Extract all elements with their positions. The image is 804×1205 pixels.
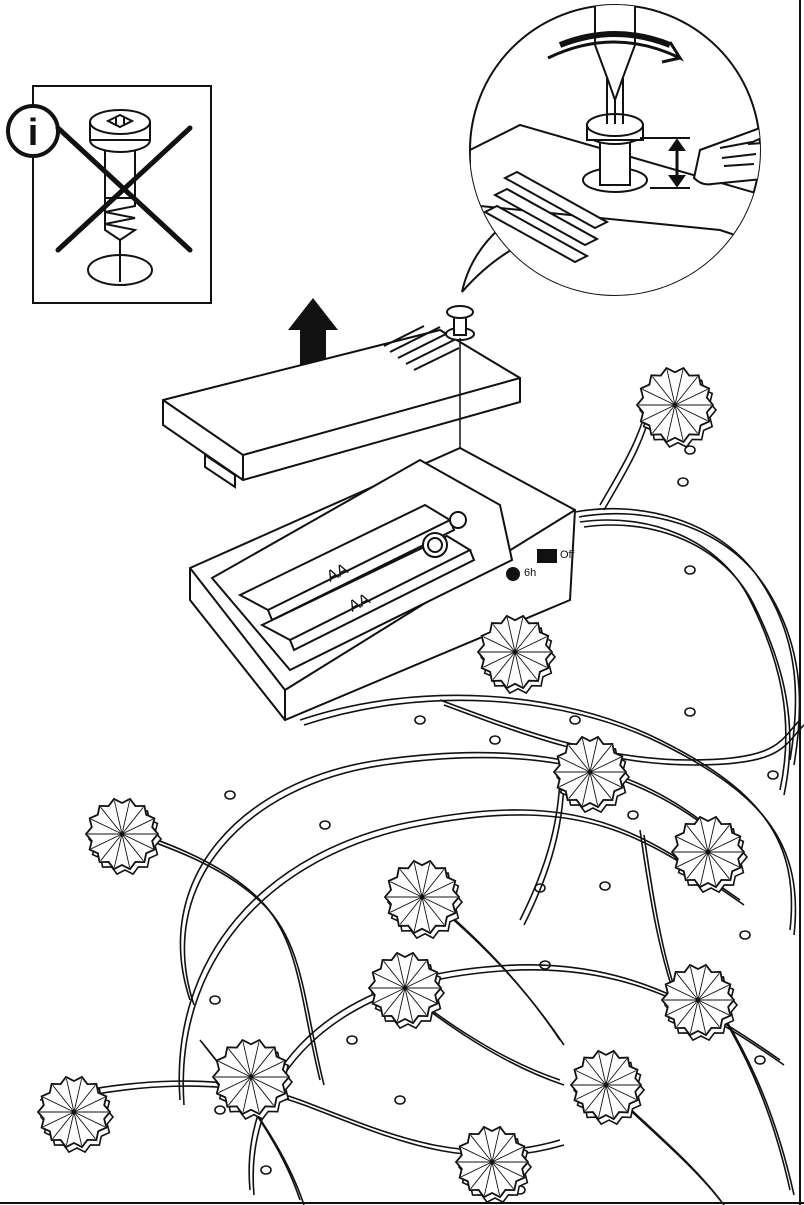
flower-light: [456, 1127, 531, 1202]
wire-loop: [740, 931, 750, 939]
flower-light: [385, 861, 462, 938]
wire-loop: [490, 736, 500, 744]
wire-loop: [570, 716, 580, 724]
flower-light: [637, 368, 716, 447]
wire-loop: [415, 716, 425, 724]
wire-strand-twin: [304, 700, 795, 935]
wire-loop: [628, 811, 638, 819]
flower-light: [554, 737, 629, 812]
wire-strand: [300, 695, 791, 930]
wire-loop: [215, 1106, 225, 1114]
wire-loop: [685, 566, 695, 574]
timer-label: 6h: [524, 567, 536, 579]
wire-loop: [600, 882, 610, 890]
wire-loop: [210, 996, 220, 1004]
wire-loop: [755, 1056, 765, 1064]
flower-light: [86, 799, 161, 874]
wire-loop: [678, 478, 688, 486]
off-label: Off: [560, 549, 575, 561]
wire-loop: [261, 1166, 271, 1174]
wire-loop: [347, 1036, 357, 1044]
wire-loop: [225, 791, 235, 799]
flower-light: [662, 965, 737, 1040]
checkmark-icon: [507, 568, 519, 580]
wire-loop: [768, 771, 778, 779]
flower-light: [213, 1040, 292, 1119]
flower-light: [369, 953, 444, 1028]
wire-loop: [320, 821, 330, 829]
wire-strand: [520, 770, 560, 920]
flower-light: [672, 817, 747, 892]
zoom-detail-callout: [462, 0, 783, 300]
wire-strand-twin: [444, 705, 804, 765]
wire-loop: [685, 708, 695, 716]
info-icon-glyph: i: [28, 112, 39, 154]
warning-panel: i: [8, 86, 211, 303]
wire-strand: [440, 700, 800, 760]
info-icon: i: [8, 106, 58, 156]
wire-loop: [395, 1096, 405, 1104]
